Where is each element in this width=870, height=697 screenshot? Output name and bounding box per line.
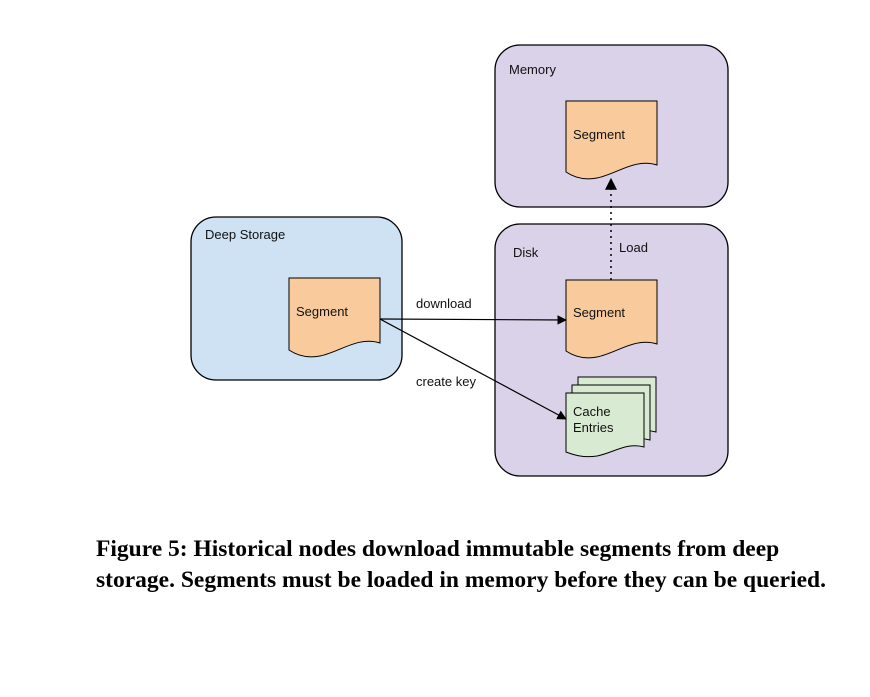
cache-entries-label-line2: Entries	[573, 420, 614, 435]
deep-storage-segment-shape	[288, 277, 381, 358]
memory-segment: Segment	[565, 100, 658, 180]
cache-entries-label-line1: Cache	[573, 404, 611, 419]
download-label: download	[416, 296, 472, 311]
deep-storage-label: Deep Storage	[205, 227, 285, 242]
load-label: Load	[619, 240, 648, 255]
download-edge: download	[379, 296, 567, 325]
cache-entries-front-sheet	[565, 392, 645, 458]
figure-caption: Figure 5: Historical nodes download immu…	[96, 536, 826, 593]
disk-segment-label: Segment	[573, 305, 625, 320]
memory-segment-shape	[565, 100, 658, 180]
memory-label: Memory	[509, 62, 556, 77]
create-key-arrow	[379, 318, 567, 420]
architecture-diagram: Deep Storage Memory Disk Segment Segment…	[190, 44, 729, 477]
disk-segment-shape	[565, 279, 658, 359]
cache-entries: Cache Entries	[565, 376, 657, 458]
download-arrow	[379, 315, 567, 325]
deep-storage-segment-label: Segment	[296, 304, 348, 319]
create-key-edge: create key	[379, 318, 567, 420]
load-edge: Load	[605, 177, 648, 280]
deep-storage-segment: Segment	[288, 277, 381, 358]
memory-segment-label: Segment	[573, 127, 625, 142]
create-key-label: create key	[416, 374, 476, 389]
disk-segment: Segment	[565, 279, 658, 359]
disk-label: Disk	[513, 245, 539, 260]
